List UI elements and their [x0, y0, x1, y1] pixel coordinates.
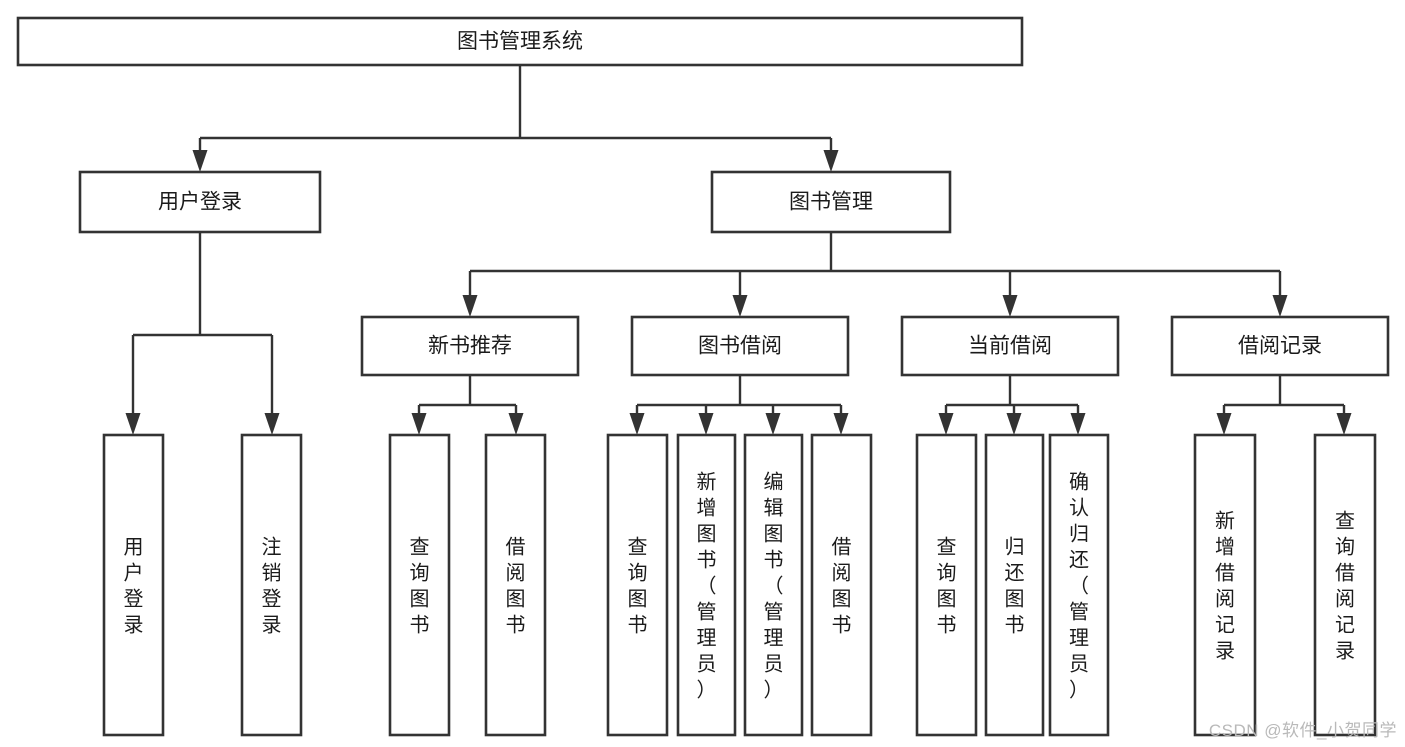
node-leaf-user-login[interactable]: 用户登录 — [102, 433, 165, 737]
node-label-book-manage: 图书管理 — [789, 191, 873, 214]
connector-branch-new-book-rec — [411, 375, 524, 435]
node-label-user-login: 用户登录 — [158, 191, 242, 214]
watermark: CSDN @软件_小贺同学 — [1208, 721, 1397, 740]
node-label-leaf-add-record: 新增借阅记录 — [1215, 509, 1235, 662]
arrow-head-leaf-borrow-query-book — [629, 413, 645, 435]
arrow-head-leaf-return-book — [1006, 413, 1022, 435]
node-box-leaf-add-record[interactable] — [1193, 433, 1257, 737]
node-box-leaf-borrow-query-book[interactable] — [606, 433, 669, 737]
arrow-head-current-borrow — [1002, 295, 1018, 317]
node-leaf-borrow-query-book[interactable]: 查询图书 — [606, 433, 669, 737]
arrow-head-leaf-borrow-book — [833, 413, 849, 435]
node-leaf-borrow-book[interactable]: 借阅图书 — [810, 433, 873, 737]
arrow-head-book-borrow — [732, 295, 748, 317]
node-box-book-borrow[interactable] — [630, 315, 850, 377]
node-current-borrow[interactable]: 当前借阅 — [900, 315, 1120, 377]
node-label-leaf-logout: 注销登录 — [262, 535, 282, 636]
node-box-user-login[interactable] — [78, 170, 322, 234]
node-box-leaf-user-login[interactable] — [102, 433, 165, 737]
node-leaf-query-record[interactable]: 查询借阅记录 — [1313, 433, 1377, 737]
arrow-head-leaf-user-login — [125, 413, 141, 435]
node-label-root: 图书管理系统 — [457, 30, 583, 53]
connector-branch-book-borrow — [629, 375, 849, 435]
node-leaf-logout[interactable]: 注销登录 — [240, 433, 303, 737]
connector-branch-borrow-record — [1216, 375, 1352, 435]
node-label-leaf-return-book: 归还图书 — [1005, 535, 1025, 636]
node-box-leaf-borrow-book[interactable] — [810, 433, 873, 737]
connector-branch-book-manage — [462, 232, 1288, 317]
connector-branch-current-borrow — [938, 375, 1086, 435]
connectors-layer — [125, 65, 1352, 435]
node-leaf-add-record[interactable]: 新增借阅记录 — [1193, 433, 1257, 737]
node-book-manage[interactable]: 图书管理 — [710, 170, 952, 234]
node-leaf-cur-query-book[interactable]: 查询图书 — [915, 433, 978, 737]
node-box-leaf-rec-borrow-book[interactable] — [484, 433, 547, 737]
arrow-head-leaf-add-record — [1216, 413, 1232, 435]
node-box-leaf-add-book-admin[interactable] — [676, 433, 737, 737]
node-box-book-manage[interactable] — [710, 170, 952, 234]
node-user-login[interactable]: 用户登录 — [78, 170, 322, 234]
arrow-head-leaf-cur-query-book — [938, 413, 954, 435]
node-box-leaf-return-book[interactable] — [984, 433, 1045, 737]
arrow-head-book-manage — [823, 150, 839, 172]
node-label-new-book-rec: 新书推荐 — [428, 335, 512, 358]
arrow-head-user-login — [192, 150, 208, 172]
node-box-leaf-edit-book-admin[interactable] — [743, 433, 804, 737]
arrow-head-leaf-query-record — [1336, 413, 1352, 435]
arrow-head-leaf-logout — [264, 413, 280, 435]
arrow-head-leaf-add-book-admin — [698, 413, 714, 435]
node-book-borrow[interactable]: 图书借阅 — [630, 315, 850, 377]
node-box-leaf-query-record[interactable] — [1313, 433, 1377, 737]
node-box-leaf-logout[interactable] — [240, 433, 303, 737]
node-label-leaf-confirm-return-admin: 确认归还（管理员） — [1069, 470, 1089, 701]
node-leaf-rec-borrow-book[interactable]: 借阅图书 — [484, 433, 547, 737]
node-label-leaf-rec-borrow-book: 借阅图书 — [506, 535, 526, 636]
node-label-borrow-record: 借阅记录 — [1238, 335, 1322, 358]
arrow-head-borrow-record — [1272, 295, 1288, 317]
node-label-leaf-cur-query-book: 查询图书 — [937, 535, 957, 636]
node-box-current-borrow[interactable] — [900, 315, 1120, 377]
node-label-leaf-borrow-book: 借阅图书 — [832, 535, 852, 636]
arrow-head-leaf-rec-query-book — [411, 413, 427, 435]
node-new-book-rec[interactable]: 新书推荐 — [360, 315, 580, 377]
node-label-book-borrow: 图书借阅 — [698, 335, 782, 358]
node-borrow-record[interactable]: 借阅记录 — [1170, 315, 1390, 377]
node-box-new-book-rec[interactable] — [360, 315, 580, 377]
node-box-borrow-record[interactable] — [1170, 315, 1390, 377]
node-leaf-edit-book-admin[interactable]: 编辑图书（管理员） — [743, 433, 804, 737]
node-label-leaf-rec-query-book: 查询图书 — [410, 535, 430, 636]
connector-branch-root — [192, 65, 839, 172]
node-box-leaf-rec-query-book[interactable] — [388, 433, 451, 737]
arrow-head-leaf-edit-book-admin — [765, 413, 781, 435]
node-leaf-return-book[interactable]: 归还图书 — [984, 433, 1045, 737]
node-root[interactable]: 图书管理系统 — [16, 16, 1024, 67]
arrow-head-leaf-confirm-return-admin — [1070, 413, 1086, 435]
node-box-leaf-cur-query-book[interactable] — [915, 433, 978, 737]
arrow-head-new-book-rec — [462, 295, 478, 317]
node-label-leaf-borrow-query-book: 查询图书 — [628, 535, 648, 636]
node-label-leaf-add-book-admin: 新增图书（管理员） — [697, 470, 717, 701]
arrow-head-leaf-rec-borrow-book — [508, 413, 524, 435]
connector-branch-user-login — [125, 232, 280, 435]
node-label-leaf-query-record: 查询借阅记录 — [1335, 509, 1355, 662]
node-box-leaf-confirm-return-admin[interactable] — [1048, 433, 1110, 737]
nodes-layer: 图书管理系统用户登录图书管理新书推荐图书借阅当前借阅借阅记录用户登录注销登录查询… — [16, 16, 1390, 737]
node-label-leaf-edit-book-admin: 编辑图书（管理员） — [764, 470, 784, 701]
node-leaf-rec-query-book[interactable]: 查询图书 — [388, 433, 451, 737]
node-leaf-confirm-return-admin[interactable]: 确认归还（管理员） — [1048, 433, 1110, 737]
node-label-leaf-user-login: 用户登录 — [124, 536, 144, 636]
node-box-root[interactable] — [16, 16, 1024, 67]
node-label-current-borrow: 当前借阅 — [968, 335, 1052, 358]
node-leaf-add-book-admin[interactable]: 新增图书（管理员） — [676, 433, 737, 737]
